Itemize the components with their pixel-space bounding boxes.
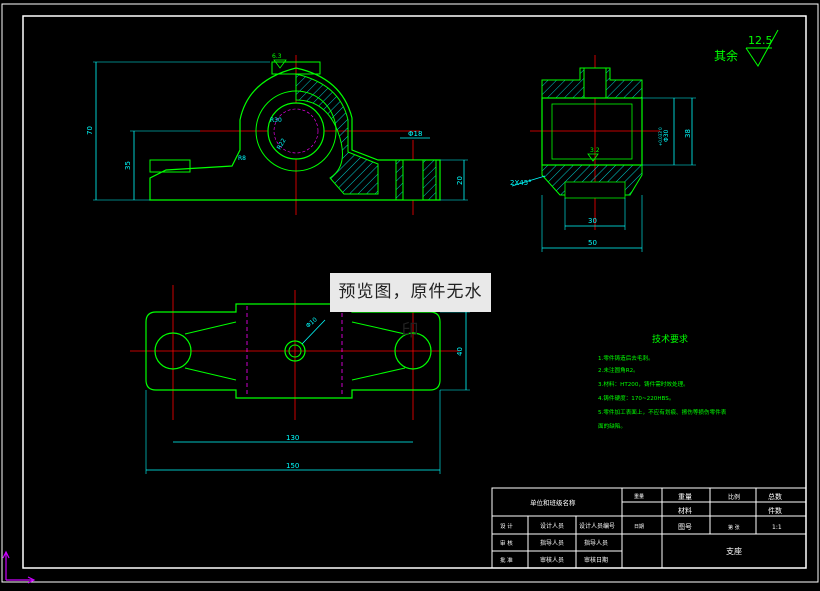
dim-bore: Φ30 [663, 129, 670, 142]
front-view: 70 35 20 Φ18 R30 R22 R8 6.3 [86, 53, 468, 215]
role-b: 设计人员编号 [579, 522, 615, 530]
bolt-hole-left [154, 332, 192, 370]
tech-item: 5.零件加工表面上，不应有划痕、擦伤等损伤零件表 [598, 408, 727, 416]
leader-line [511, 175, 546, 187]
tech-title: 技术要求 [652, 333, 688, 345]
tech-item: 面的缺陷。 [598, 422, 626, 430]
dim-chamfer: 2X45° [510, 179, 532, 187]
watermark-banner: 预览图，原件无水印 [330, 273, 491, 341]
oil-hole-inner [288, 344, 302, 358]
leader-line [301, 319, 326, 345]
base-slot [564, 181, 626, 199]
dim-r-inner: R30 [270, 117, 282, 124]
role-tag: 批 准 [500, 556, 513, 564]
dim-base: 50 [588, 239, 597, 247]
housing-circle [255, 90, 337, 172]
oil-hole-top [284, 340, 306, 362]
dim-foot: 20 [456, 176, 464, 185]
dim-hole: Φ10 [305, 316, 319, 329]
outer-border [1, 3, 819, 583]
title-block-text: 单位和班级名称 设 计 设计人员 设计人员编号 审 核 指导人员 指导人员 批 … [500, 492, 782, 564]
title-block-frame [491, 487, 807, 569]
roughness-top: 6.3 [272, 53, 282, 60]
thread-circle [273, 108, 319, 154]
bolt-hole-section [402, 159, 424, 201]
dim-height: 70 [86, 126, 94, 135]
mid-col-label: 日期 [634, 524, 644, 530]
section-hatch [295, 73, 379, 195]
surface-finish-value: 12.5 [748, 34, 773, 47]
role-a: 设计人员 [540, 522, 564, 530]
dim-center: 35 [124, 161, 132, 170]
role-b: 指导人员 [584, 539, 608, 547]
part-name: 支座 [726, 546, 742, 556]
dim-height: 38 [684, 129, 692, 138]
role-a: 审核人员 [540, 556, 564, 564]
bolt-hole-right [394, 332, 432, 370]
roughness-symbol-icon [745, 29, 779, 67]
roughness-icon [273, 59, 287, 69]
top-view: 130 150 40 Φ10 [130, 285, 470, 474]
role-a: 指导人员 [540, 539, 564, 547]
dim-base-inner: 30 [588, 217, 597, 225]
dim-r8: R8 [238, 155, 246, 162]
role-tag: 设 计 [500, 522, 513, 530]
h1-total: 总数 [768, 492, 782, 501]
role-tag: 审 核 [500, 539, 513, 547]
h2-material: 材料 [678, 506, 692, 515]
dim-total: 150 [286, 462, 299, 470]
roughness-bore: 3.2 [590, 147, 600, 154]
dim-hole-width: Φ18 [408, 130, 422, 138]
side-bore [541, 97, 643, 166]
tech-item: 3.材料：HT200，铸件需时效处理。 [598, 380, 689, 388]
h2-count: 件数 [768, 506, 782, 515]
dim-tolerance: +0.033 0 [658, 127, 663, 146]
dim-depth: 40 [456, 347, 464, 356]
scale-value: 1:1 [772, 524, 782, 531]
h1-weight: 重量 [678, 493, 692, 501]
drawing-number-label: 图号 [678, 523, 692, 531]
body-outline [149, 67, 441, 201]
inner-border [22, 15, 807, 569]
dim-span: 130 [286, 434, 299, 442]
bore-circle [267, 102, 325, 160]
title-block [491, 487, 807, 569]
mid-col-label: 重量 [634, 493, 644, 500]
tech-item: 2.未注圆角R2。 [598, 366, 639, 374]
role-b: 审核日期 [584, 556, 608, 564]
h1-scale: 比例 [728, 493, 740, 501]
surface-finish-note: 其余 12.5 [714, 29, 779, 67]
org-name: 单位和班级名称 [530, 498, 576, 507]
rib-lines [184, 321, 406, 381]
tech-item: 4.铸件硬度：170~220HBS。 [598, 394, 674, 402]
boss [149, 159, 191, 173]
tech-requirements: 技术要求 1.零件铸造后去毛刺。 2.未注圆角R2。 3.材料：HT200，铸件… [598, 333, 727, 430]
tech-item: 1.零件铸造后去毛刺。 [598, 354, 654, 362]
oil-hole [583, 67, 607, 99]
side-view: 2X45° Φ30 +0.033 0 38 30 50 3.2 [510, 55, 696, 252]
roughness-icon [587, 153, 599, 162]
ucs-icon [2, 550, 36, 584]
sheet-number: 第 张 [728, 524, 740, 531]
surface-finish-label: 其余 [714, 48, 738, 63]
top-outline [145, 303, 441, 399]
